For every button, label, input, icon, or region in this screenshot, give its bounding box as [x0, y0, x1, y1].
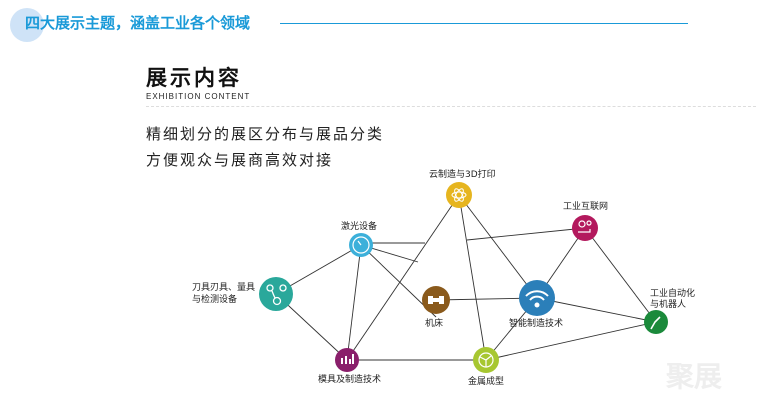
edge	[485, 321, 657, 361]
dashed-divider	[146, 106, 756, 107]
decorative-circle	[10, 8, 44, 42]
node-smart[interactable]	[519, 280, 555, 316]
wifi-icon	[525, 290, 549, 308]
molecule-icon	[266, 284, 287, 306]
node-label-tools-2: 与检测设备	[192, 295, 238, 305]
edge	[536, 297, 657, 323]
page-title: 展示内容	[146, 66, 242, 90]
watermark: 聚展	[666, 360, 723, 393]
node-label-iiot: 工业互联网	[563, 202, 609, 212]
node-mold[interactable]	[335, 348, 359, 372]
globe-icon	[478, 352, 494, 368]
node-tools[interactable]	[259, 277, 293, 311]
edge	[346, 244, 362, 361]
description-line-1: 精细划分的展区分布与展品分类	[146, 125, 385, 143]
edge	[458, 194, 487, 361]
atom-icon	[451, 188, 467, 202]
section-banner: 四大展示主题，涵盖工业各个领域	[25, 14, 251, 32]
chart-icon	[341, 354, 354, 364]
edge	[458, 194, 538, 299]
edge	[346, 194, 460, 361]
node-machine[interactable]	[422, 286, 450, 314]
edge	[466, 227, 586, 241]
node-label-metal: 金属成型	[468, 377, 505, 387]
edge	[584, 227, 657, 323]
node-label-robot-1: 工业自动化	[650, 289, 696, 299]
node-label-laser: 激光设备	[341, 222, 378, 232]
node-label-tools-1: 刀具刃具、量具	[192, 283, 256, 293]
node-label-cloud: 云制造与3D打印	[429, 170, 496, 180]
node-label-mold: 模具及制造技术	[318, 375, 382, 385]
node-label-robot-2: 与机器人	[650, 300, 687, 310]
description-line-2: 方便观众与展商高效对接	[146, 151, 334, 169]
gears-icon	[578, 220, 592, 233]
node-robot[interactable]	[644, 310, 668, 334]
node-label-machine: 机床	[425, 319, 444, 329]
gauge-icon	[352, 236, 370, 254]
banner-divider	[280, 23, 688, 24]
node-metal[interactable]	[473, 347, 499, 373]
machine-icon	[428, 296, 444, 304]
robot-arm-icon	[650, 316, 661, 330]
connections	[275, 194, 657, 361]
node-label-smart: 智能制造技术	[509, 319, 564, 329]
page-subtitle: EXHIBITION CONTENT	[146, 92, 251, 101]
node-cloud[interactable]	[446, 182, 472, 208]
node-iiot[interactable]	[572, 215, 598, 241]
node-laser[interactable]	[349, 233, 373, 257]
